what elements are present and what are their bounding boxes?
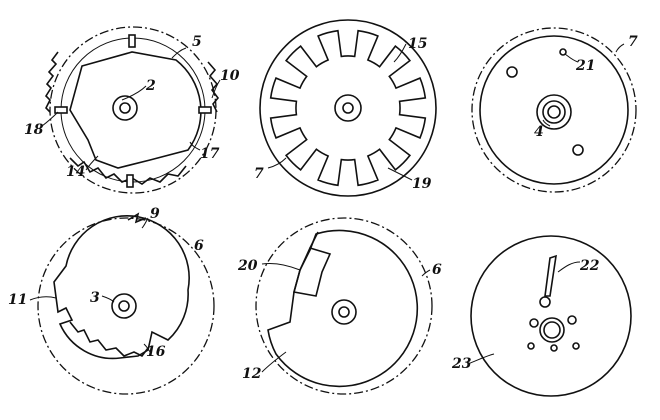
segment-edge [309,231,319,249]
center-boss-inner [543,321,561,339]
figure-top-middle: 15 7 19 [254,19,437,197]
hub-outer [112,95,138,121]
screw-right [567,315,577,325]
hub-inner [338,306,350,318]
pin-bottom [126,174,134,188]
label-18: 18 [24,122,44,138]
label-7: 7 [254,166,264,182]
serrated-rim-right [207,61,220,113]
label-7: 7 [628,34,638,50]
label-2: 2 [145,78,156,94]
slotted-disc-15 [269,29,427,187]
hub-outer [331,299,357,325]
notch-9 [127,212,147,224]
hub-mid [542,100,566,124]
teeth-16 [69,321,149,358]
figure-bottom-right: 22 23 [451,235,632,397]
hole-top [559,48,567,56]
figure-top-right: 7 21 4 [471,27,638,193]
outer-dashed-circle [471,27,637,193]
serrated-rim-left [44,51,59,113]
outer-dashed-circle [37,217,215,395]
label-14: 14 [66,164,85,180]
hub-outer [111,293,137,319]
plate-23 [470,235,632,397]
screw-bottom [550,344,558,352]
label-16: 16 [146,344,166,360]
label-12: 12 [242,366,262,382]
hole-bottom-right [572,144,584,156]
figure-bottom-middle: 20 6 12 [237,217,442,395]
label-9: 9 [150,206,160,222]
label-19: 19 [412,176,432,192]
cam-plate-14 [69,51,202,169]
label-22: 22 [579,258,600,274]
screw-left [529,318,539,328]
hub-inner [119,102,131,114]
figure-bottom-left: 9 6 11 3 16 [8,206,215,395]
figure-top-left: 5 2 10 18 17 14 [24,26,240,194]
label-5: 5 [192,34,202,50]
segment-20 [292,247,332,297]
label-20: 20 [237,258,258,274]
arm-22 [544,254,557,297]
label-17: 17 [200,146,220,162]
outer-circle [259,19,437,197]
label-6: 6 [432,262,442,278]
plate [479,35,629,185]
outer-dashed-circle [255,217,433,395]
hub-outer [536,94,572,130]
screw-bottom-left [527,342,535,350]
pin-right [198,106,212,114]
label-6: 6 [194,238,204,254]
pin-top [128,34,136,48]
label-23: 23 [451,356,472,372]
center-boss-outer [539,317,565,343]
hole-top-left [506,66,518,78]
label-21: 21 [575,58,595,74]
plate-12 [267,229,419,388]
cam-plate-11 [53,215,190,360]
serrated-rim-bottom [69,157,187,185]
screw-upper [539,296,551,308]
label-15: 15 [408,36,427,52]
label-11: 11 [8,292,27,308]
hub-inner [342,102,354,114]
screw-bottom-right [572,342,580,350]
hub-inner [118,300,130,312]
label-10: 10 [220,68,240,84]
pin-left-18 [54,106,68,114]
hub-outer [334,94,362,122]
label-4: 4 [534,124,544,140]
label-3: 3 [90,290,100,306]
inner-ring [60,37,206,183]
hub-inner [547,105,561,119]
